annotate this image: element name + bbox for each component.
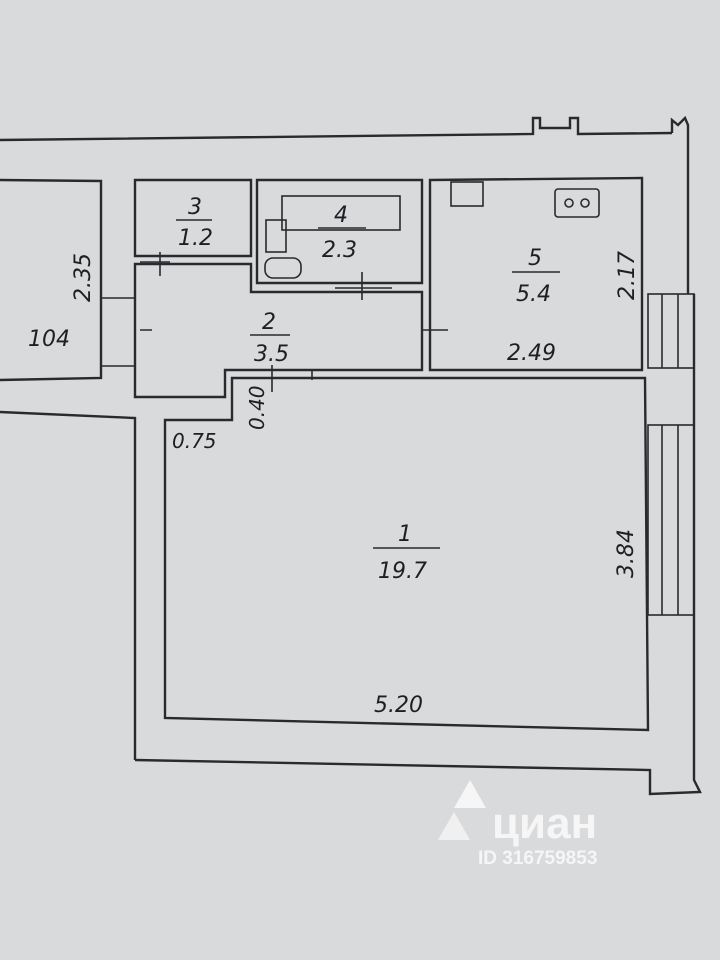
room-3-area: 1.2 bbox=[178, 226, 213, 251]
dim-5-20: 5.20 bbox=[374, 693, 423, 718]
room-1-area: 19.7 bbox=[378, 559, 427, 584]
room-4-area: 2.3 bbox=[322, 238, 357, 263]
bathtub bbox=[281, 195, 401, 231]
stove bbox=[554, 188, 600, 218]
watermark-logo-icon bbox=[438, 780, 486, 840]
room-3-outline bbox=[133, 178, 253, 258]
room-2-outline bbox=[133, 262, 424, 399]
dim-0-75: 0.75 bbox=[172, 429, 217, 453]
watermark-brand: циан bbox=[492, 799, 597, 848]
dim-2-17: 2.17 bbox=[615, 251, 640, 300]
room-2-number: 2 bbox=[262, 310, 276, 335]
outer-wall-right bbox=[134, 115, 702, 796]
outer-wall-left-lower bbox=[0, 410, 137, 760]
room-2-area: 3.5 bbox=[254, 342, 289, 367]
dim-3-84: 3.84 bbox=[614, 529, 639, 578]
kitchen-sink bbox=[450, 181, 484, 207]
sink bbox=[265, 219, 287, 253]
window-upper bbox=[647, 293, 695, 369]
dim-2-49: 2.49 bbox=[507, 341, 556, 366]
room-4-number: 4 bbox=[334, 203, 348, 228]
dim-2-35: 2.35 bbox=[71, 253, 96, 302]
room-1-number: 1 bbox=[398, 522, 412, 547]
room-5-area: 5.4 bbox=[516, 282, 551, 307]
burner-1 bbox=[564, 198, 574, 208]
toilet bbox=[264, 257, 302, 279]
neighbour-room bbox=[0, 178, 103, 382]
room-1-outline bbox=[163, 376, 650, 732]
room-5-number: 5 bbox=[528, 246, 542, 271]
door-marks bbox=[140, 252, 448, 392]
burner-2 bbox=[580, 198, 590, 208]
outer-wall-top bbox=[0, 116, 673, 142]
room-4-outline bbox=[255, 178, 424, 285]
dim-104: 104 bbox=[28, 327, 70, 352]
room-5-outline bbox=[428, 176, 644, 372]
room-3-number: 3 bbox=[188, 195, 202, 220]
watermark-id: ID 316759853 bbox=[478, 848, 597, 869]
neighbour-door bbox=[101, 297, 135, 367]
window-lower bbox=[647, 424, 695, 616]
dim-0-40: 0.40 bbox=[245, 385, 269, 430]
